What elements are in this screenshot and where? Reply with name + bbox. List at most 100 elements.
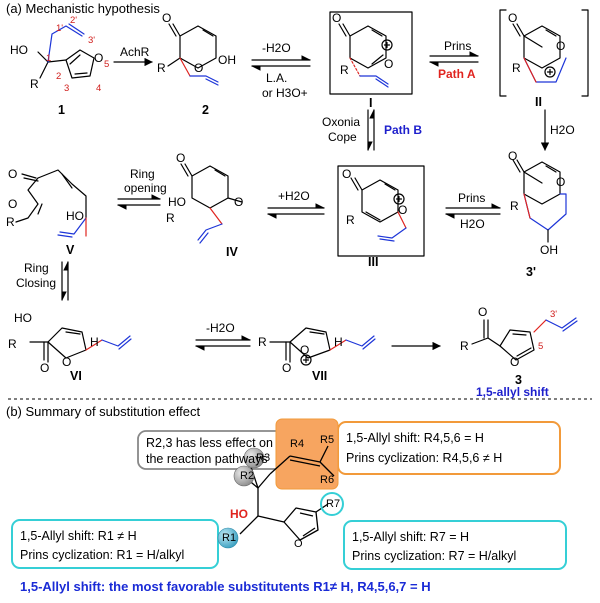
box-teal-right [343,520,567,570]
compound-label-2: 2 [202,103,209,117]
compound-VII-structure [269,327,376,366]
label-R-V: R [6,215,15,229]
compound-label-IV: IV [226,245,238,259]
sub-R3: R3 [256,452,271,464]
summary-line: 1,5-Allyl shift: the most favorable subs… [20,579,431,594]
grey-box-line2: the reaction pathways [146,452,268,466]
label-R-II: R [512,61,521,75]
label-O-VII-ring: O [300,343,310,357]
equilibrium-V-IV [117,194,161,210]
label-H-VII: H [334,335,343,349]
equilibrium-V-VI [61,261,69,301]
ball-R1 [217,527,239,549]
label-O-VII: O [282,361,292,375]
label-O-3p: O [508,149,518,163]
reagent-ring-2: Ring [24,261,49,275]
label-O-3-ring: O [510,355,520,369]
reagent-h2o-b: H2O [460,217,485,231]
orange-box-line2: Prins cyclization: R4,5,6 ≠ H [346,451,503,465]
compound-3p-structure [512,159,567,243]
label-O-II: O [508,11,518,25]
label-O-I: O [332,11,342,25]
compound-label-III: III [368,255,379,269]
compound-3-structure [471,317,578,361]
sub-R1: R1 [222,532,237,544]
reagent-minus-h2o-2: -H2O [206,321,235,335]
label-O-2a: O [162,11,172,25]
label-path-a: Path A [438,67,476,81]
label-O-III-b: O [398,203,408,217]
label-O-I-b: O [384,57,394,71]
teal-right-line1: 1,5-Allyl shift: R7 = H [352,530,470,544]
label-OH-3p: OH [540,243,558,257]
label-HO-V: HO [66,209,84,223]
label-R-VI: R [8,337,17,351]
compound-I-structure [338,23,393,88]
alkene-highlight [275,418,339,490]
label-R-3p: R [510,199,519,213]
allyl-shift-label: 1,5-allyl shift [476,385,549,399]
compound-label-3: 3 [515,373,522,387]
label-O-3: O [478,305,488,319]
label-R-VII: R [258,335,267,349]
grey-box-line1: R2,3 has less effect on [146,436,273,450]
ring-R7 [320,492,344,516]
label-OH-2: OH [218,53,236,67]
label-HO: HO [10,43,28,57]
label-O-VI-ring: O [62,355,72,369]
reagent-achr: AchR [120,45,150,59]
label-R-3: R [460,339,469,353]
compound-VI-structure [29,327,132,363]
label-5-3: 5 [538,341,544,352]
label-O-b: O [294,538,303,550]
label-5: 5 [104,59,110,70]
reagent-opening: opening [124,181,167,195]
reagent-h3o: or H3O+ [262,86,308,100]
reagent-prins-b: Prins [458,191,486,205]
sub-R5: R5 [320,434,335,446]
reagent-cope: Cope [328,130,357,144]
label-4: 4 [96,83,102,94]
teal-left-line2: Prins cyclization: R1 = H/alkyl [20,548,185,562]
label-3: 3 [64,83,70,94]
compound-1-structure [37,23,95,79]
label-O-VI: O [40,361,50,375]
label-2p: 2' [70,15,78,26]
teal-left-line1: 1,5-Allyl shift: R1 ≠ H [20,529,137,543]
label-O-II-b: O [556,39,566,53]
label-HO-b: HO [230,507,248,521]
compound-label-1: 1 [58,103,65,117]
label-R-2: R [157,61,166,75]
label-O-3p-b: O [556,175,566,189]
compound-label-VII: VII [312,369,328,383]
teal-right-line2: Prins cyclization: R7 = H/alkyl [352,549,517,563]
label-1p: 1' [56,23,64,34]
equilibrium-IV-III [267,203,325,219]
box-teal-left [11,519,219,569]
label-3p: 3' [88,35,96,46]
reagent-plus-h2o: +H2O [278,189,310,203]
compound-2-structure [167,23,219,86]
ball-R2 [233,465,255,487]
reagent-la: L.A. [266,71,288,85]
box-III [337,165,425,257]
label-O-V-b: O [8,197,18,211]
label-2: 2 [56,71,62,82]
label-O-1: O [94,51,104,65]
sub-R7: R7 [326,498,341,510]
compound-label-V: V [66,243,75,257]
label-O-V: O [8,167,18,181]
equilibrium-VI-VII [195,335,251,351]
sub-R2: R2 [240,470,255,482]
substitution-summary [11,418,567,570]
equilibrium-III-3p [445,203,501,219]
compound-V-structure [15,169,87,238]
label-R-I: R [340,63,349,77]
label-H-VI: H [90,335,99,349]
reagent-minus-h2o: -H2O [262,41,291,55]
compound-label-II: II [535,95,542,109]
equilibrium-2-I [251,55,311,71]
label-O-III: O [342,167,352,181]
